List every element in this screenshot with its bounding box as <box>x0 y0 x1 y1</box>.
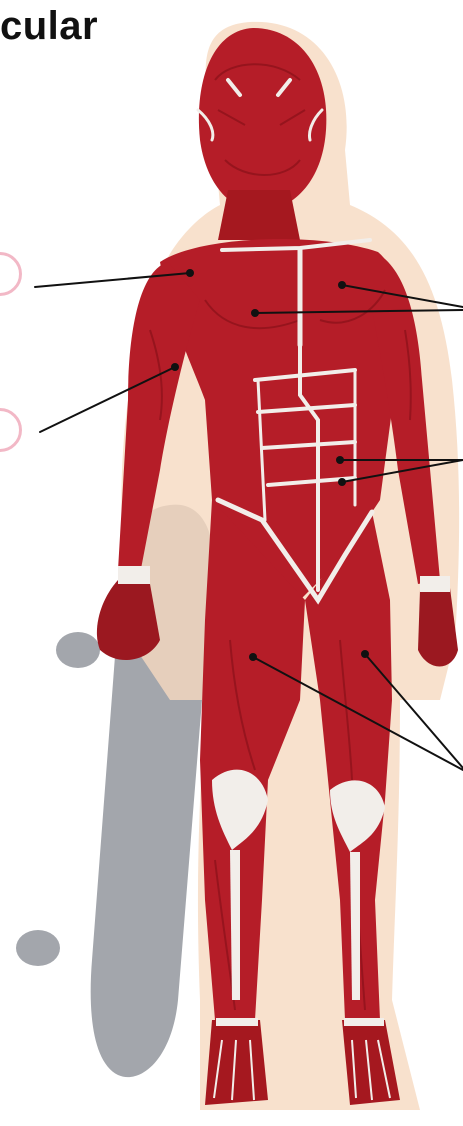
dot-bicep <box>171 363 179 371</box>
wrist-band-left <box>118 566 150 584</box>
dot-abs-lower <box>338 478 346 486</box>
dot-shoulder <box>186 269 194 277</box>
neck <box>218 190 300 240</box>
dot-chest-left <box>251 309 259 317</box>
hand-left <box>97 580 160 660</box>
dot-abs-upper <box>336 456 344 464</box>
wrist-band-right <box>420 576 450 592</box>
dot-chest-right <box>338 281 346 289</box>
dot-thigh-left <box>249 653 257 661</box>
head <box>199 28 326 212</box>
dot-thigh-right <box>361 650 369 658</box>
